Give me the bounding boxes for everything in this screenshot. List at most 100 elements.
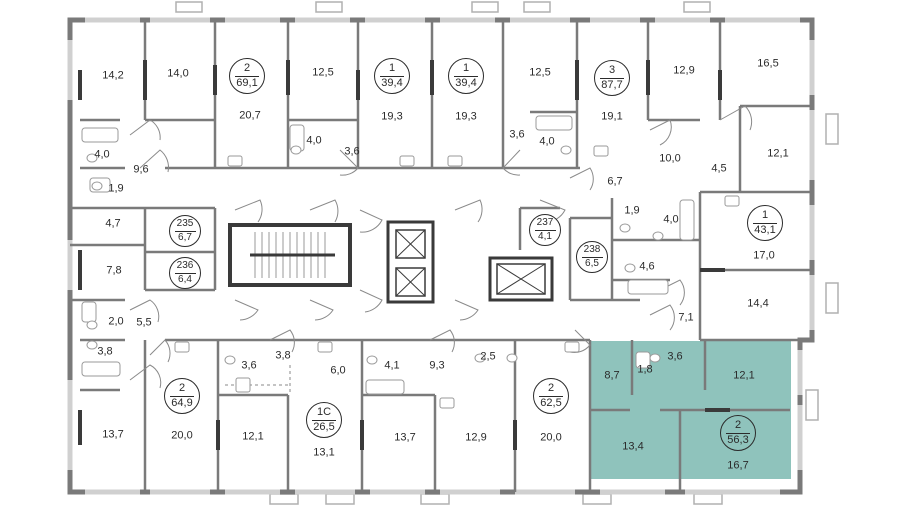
storage-area: 6,4 — [178, 273, 192, 285]
apartment-area: 26,5 — [313, 420, 335, 433]
room-area: 3,8 — [275, 349, 291, 362]
apartment-badge[interactable]: 2 64,9 — [164, 378, 200, 414]
storage-badge[interactable]: 235 6,7 — [169, 215, 201, 247]
room-area: 20,7 — [239, 109, 261, 122]
storage-badge[interactable]: 237 4,1 — [529, 214, 561, 246]
apartment-rooms: 2 — [178, 381, 186, 394]
room-area: 4,0 — [663, 213, 679, 226]
accent-walls — [78, 60, 730, 450]
room-area: 20,0 — [540, 431, 562, 444]
apartment-rooms: 2 — [547, 381, 555, 394]
room-area: 4,0 — [306, 134, 322, 147]
room-area: 16,5 — [757, 57, 779, 70]
room-area: 2,0 — [108, 315, 124, 328]
apartment-badge[interactable]: 3 87,7 — [594, 60, 630, 96]
room-area: 7,1 — [678, 311, 694, 324]
apartment-rooms: 1 — [388, 61, 396, 74]
windows-top — [175, 1, 711, 13]
apartment-area: 56,3 — [727, 433, 749, 446]
room-area: 5,5 — [136, 316, 152, 329]
room-area: 4,6 — [639, 260, 655, 273]
apartment-rooms: 1С — [316, 405, 332, 418]
room-area: 1,9 — [624, 204, 640, 217]
elevators — [386, 220, 554, 304]
apartment-badge[interactable]: 1 43,1 — [747, 205, 783, 241]
room-area: 12,1 — [733, 369, 755, 382]
room-area: 9,6 — [133, 163, 149, 176]
room-area: 12,9 — [465, 431, 487, 444]
storage-area: 4,1 — [538, 230, 552, 242]
apartment-rooms: 1 — [462, 61, 470, 74]
window-openings — [67, 17, 815, 495]
storage-badge[interactable]: 238 6,5 — [576, 241, 608, 273]
apartment-badge[interactable]: 1 39,4 — [374, 58, 410, 94]
apartment-badge[interactable]: 1С 26,5 — [306, 402, 342, 438]
storage-area: 6,7 — [178, 231, 192, 243]
room-area: 19,3 — [455, 110, 477, 123]
room-area: 13,4 — [622, 440, 644, 453]
room-area: 4,5 — [711, 162, 727, 175]
room-area: 10,0 — [659, 152, 681, 165]
room-area: 8,7 — [604, 369, 620, 382]
room-area: 3,6 — [344, 145, 360, 158]
room-area: 13,1 — [313, 446, 335, 459]
storage-area: 6,5 — [585, 257, 599, 269]
apartment-area: 39,4 — [455, 76, 477, 89]
apartment-rooms: 2 — [243, 61, 251, 74]
room-area: 19,3 — [381, 110, 403, 123]
storage-number: 235 — [176, 218, 194, 229]
apartment-area: 69,1 — [236, 76, 258, 89]
room-area: 4,7 — [105, 217, 121, 230]
room-area: 12,5 — [529, 66, 551, 79]
apartment-badge[interactable]: 2 69,1 — [229, 58, 265, 94]
stairwell — [228, 223, 352, 287]
room-area: 14,4 — [747, 297, 769, 310]
apartment-badge[interactable]: 2 62,5 — [533, 378, 569, 414]
selected-apartment-badge[interactable]: 2 56,3 — [720, 415, 756, 451]
room-area: 17,0 — [753, 249, 775, 262]
storage-number: 236 — [176, 260, 194, 271]
apartment-rooms: 2 — [734, 418, 742, 431]
windows-right — [805, 113, 839, 421]
room-area: 3,8 — [97, 345, 113, 358]
room-area: 1,9 — [108, 182, 124, 195]
apartment-area: 87,7 — [601, 78, 623, 91]
apartment-rooms: 3 — [608, 63, 616, 76]
room-area: 9,3 — [429, 359, 445, 372]
room-area: 7,8 — [106, 264, 122, 277]
apartment-area: 62,5 — [540, 396, 562, 409]
storage-number: 238 — [583, 244, 601, 255]
storage-number: 237 — [536, 217, 554, 228]
apartment-area: 39,4 — [381, 76, 403, 89]
room-area: 12,9 — [673, 64, 695, 77]
room-area: 3,6 — [509, 128, 525, 141]
room-area: 6,0 — [330, 364, 346, 377]
room-area: 4,1 — [384, 359, 400, 372]
windows-bottom — [269, 493, 723, 505]
room-area: 3,6 — [241, 359, 257, 372]
room-area: 2,5 — [480, 350, 496, 363]
room-area: 3,6 — [667, 350, 683, 363]
room-area: 16,7 — [727, 459, 749, 472]
storage-badge[interactable]: 236 6,4 — [169, 257, 201, 289]
room-area: 6,7 — [607, 175, 623, 188]
room-area: 4,0 — [94, 148, 110, 161]
apartment-area: 43,1 — [754, 223, 776, 236]
door-swings — [129, 105, 753, 389]
room-area: 19,1 — [601, 110, 623, 123]
room-area: 12,5 — [312, 66, 334, 79]
apartment-area: 64,9 — [171, 396, 193, 409]
room-area: 13,7 — [102, 428, 124, 441]
bath-fixtures — [81, 115, 740, 409]
room-area: 13,7 — [394, 431, 416, 444]
room-area: 1,8 — [637, 363, 653, 376]
room-area: 14,0 — [167, 67, 189, 80]
apartment-rooms: 1 — [761, 208, 769, 221]
room-area: 14,2 — [102, 69, 124, 82]
room-area: 12,1 — [767, 147, 789, 160]
room-area: 4,0 — [539, 135, 555, 148]
room-area: 12,1 — [242, 430, 264, 443]
room-area: 20,0 — [171, 429, 193, 442]
apartment-badge[interactable]: 1 39,4 — [448, 58, 484, 94]
